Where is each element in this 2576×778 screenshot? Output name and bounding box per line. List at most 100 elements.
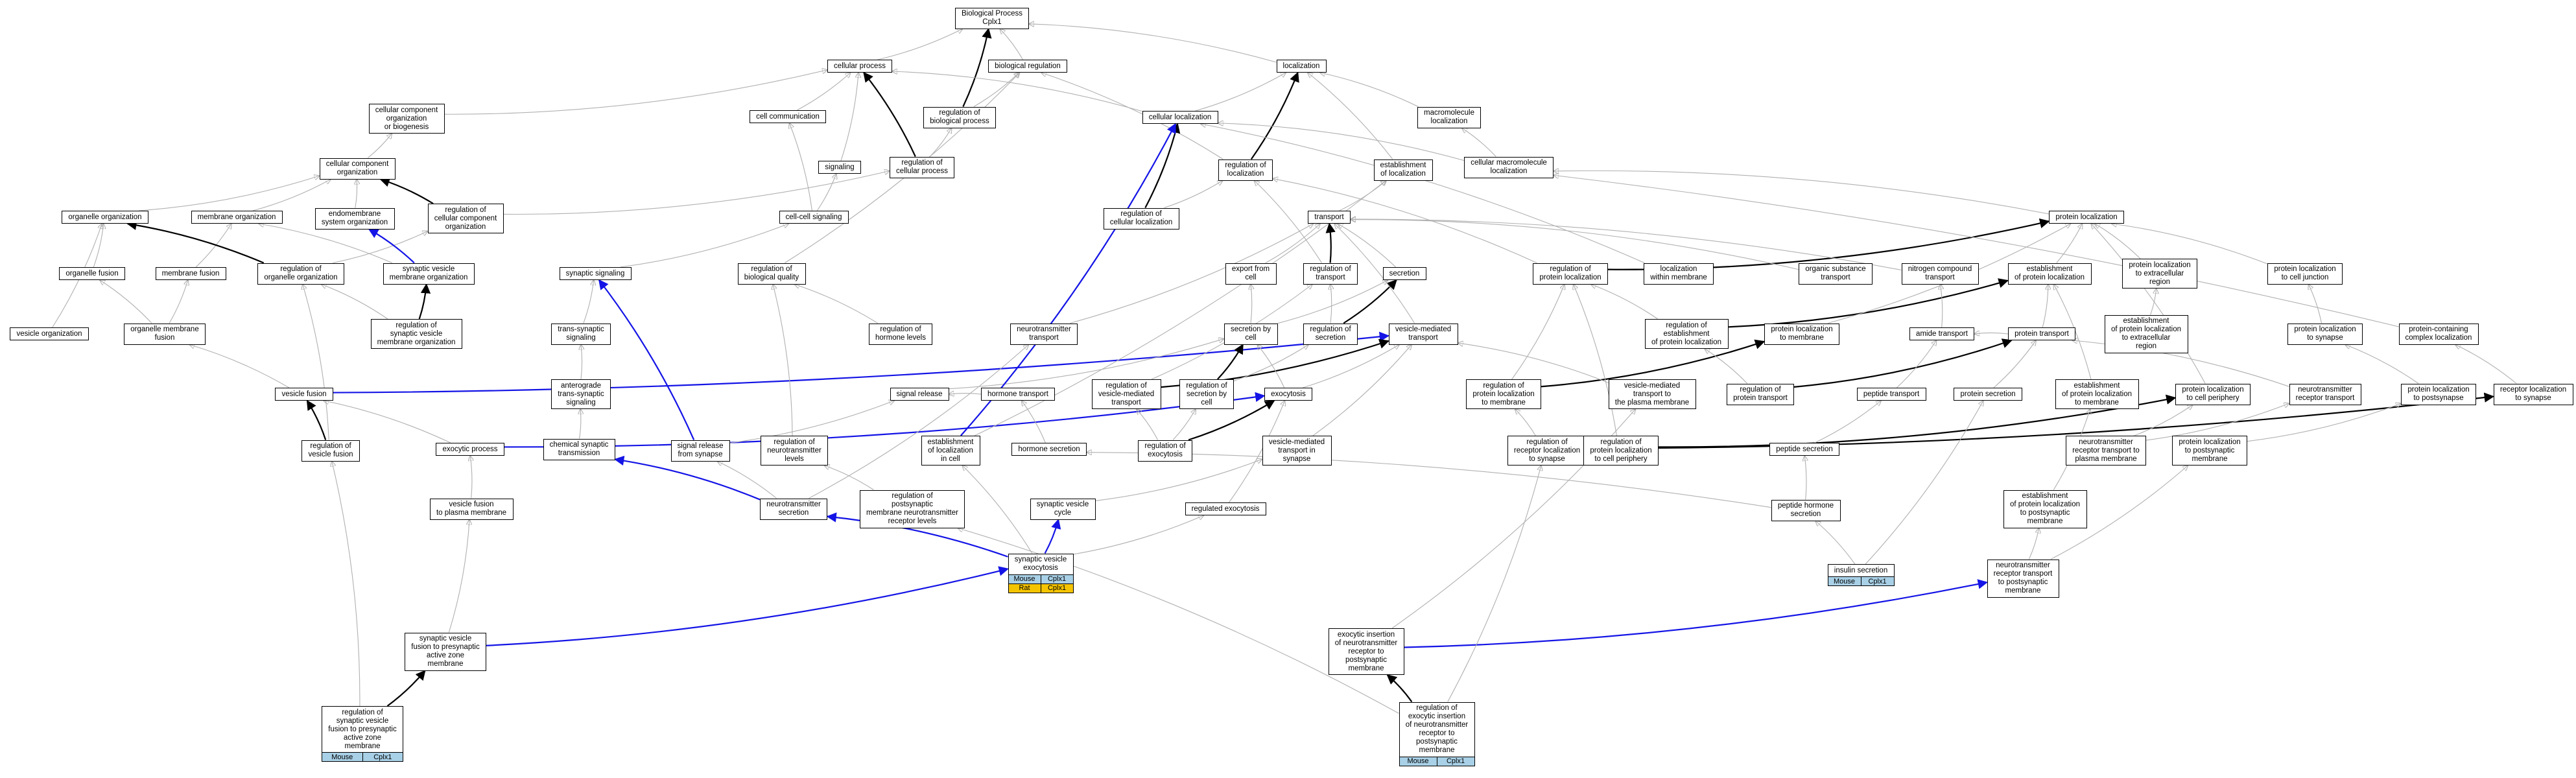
go-term-secretion[interactable]: secretion bbox=[1382, 267, 1426, 280]
go-term-hormone-transport[interactable]: hormone transport bbox=[981, 388, 1055, 401]
go-term-organelle-org[interactable]: organelle organization bbox=[62, 211, 148, 224]
go-term-protein-transport[interactable]: protein transport bbox=[2008, 327, 2075, 340]
go-term-cell-cell-signaling[interactable]: cell-cell signaling bbox=[779, 211, 849, 224]
go-term-exocytic-process[interactable]: exocytic process bbox=[436, 443, 504, 456]
go-term-cellular-process[interactable]: cellular process bbox=[827, 60, 892, 73]
go-term-protein-localization[interactable]: protein localization bbox=[2049, 211, 2124, 224]
go-term-membrane-org[interactable]: membrane organization bbox=[191, 211, 283, 224]
go-term-signaling[interactable]: signaling bbox=[818, 161, 861, 174]
go-term-membrane-fusion[interactable]: membrane fusion bbox=[155, 267, 226, 280]
go-term-insulin-secretion[interactable]: insulin secretion bbox=[1827, 564, 1895, 577]
go-term-biological-regulation[interactable]: biological regulation bbox=[988, 60, 1067, 73]
go-term-peptide-transport[interactable]: peptide transport bbox=[1856, 388, 1926, 401]
go-term-synaptic-signaling[interactable]: synaptic signaling bbox=[559, 267, 632, 280]
go-term-cellular-localization[interactable]: cellular localization bbox=[1142, 111, 1218, 124]
go-term-localization[interactable]: localization bbox=[1276, 60, 1327, 73]
go-term-protein-secretion[interactable]: protein secretion bbox=[1954, 388, 2022, 401]
go-term-vesicle-fusion[interactable]: vesicle fusion bbox=[275, 388, 333, 401]
go-term-regulated-exocytosis[interactable]: regulated exocytosis bbox=[1185, 502, 1266, 515]
go-term-hormone-secretion[interactable]: hormone secretion bbox=[1011, 443, 1087, 456]
go-term-peptide-secretion[interactable]: peptide secretion bbox=[1769, 443, 1839, 456]
go-term-vesicle-organization[interactable]: vesicle organization bbox=[10, 327, 89, 340]
go-term-organelle-fusion[interactable]: organelle fusion bbox=[59, 267, 125, 280]
go-term-transport[interactable]: transport bbox=[1308, 211, 1351, 224]
go-term-exocytosis[interactable]: exocytosis bbox=[1264, 388, 1312, 401]
go-term-amide-transport[interactable]: amide transport bbox=[1909, 327, 1974, 340]
go-term-cell-communication[interactable]: cell communication bbox=[750, 110, 826, 123]
go-term-signal-release[interactable]: signal release bbox=[890, 388, 949, 401]
